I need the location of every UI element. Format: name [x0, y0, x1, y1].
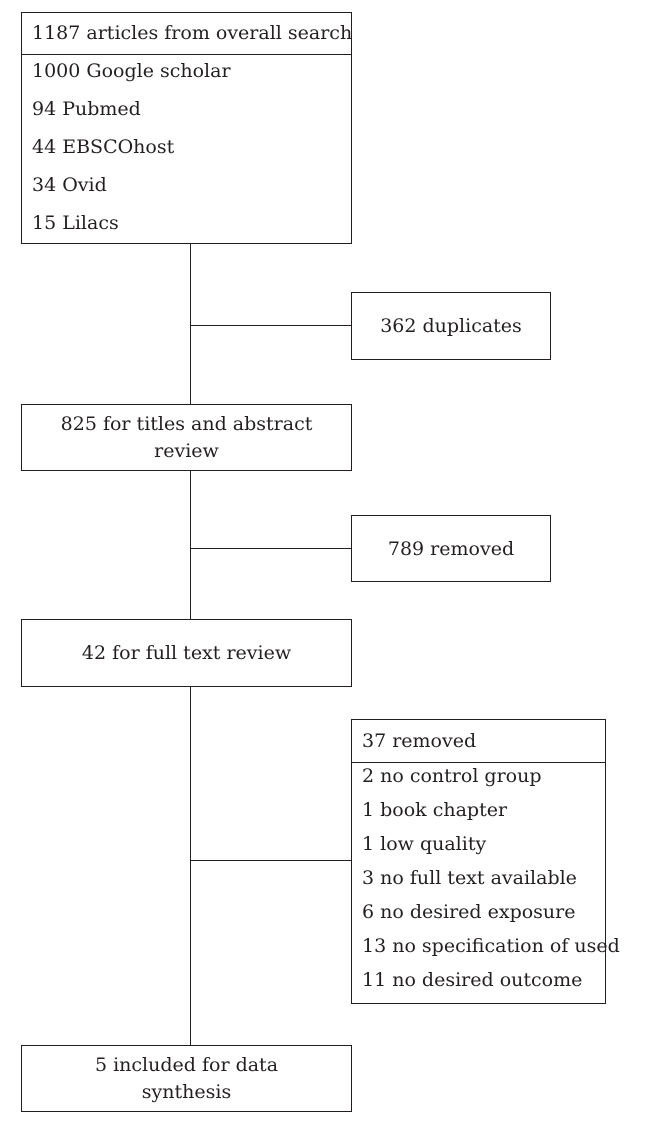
removed-1-connector: [190, 548, 351, 550]
exclusion-reason: 1 low quality: [362, 833, 487, 855]
duplicates-label: 362 duplicates: [380, 315, 522, 337]
removed-2-connector: [190, 860, 351, 862]
removed-1-label: 789 removed: [387, 537, 515, 560]
source-item: 94 Pubmed: [32, 98, 141, 120]
exclusion-reason: 13 no specification of used: [362, 935, 620, 957]
full-text-label: 42 for full text review: [81, 642, 292, 664]
title-review-line: 825 for titles and abstract: [60, 413, 313, 435]
title-review-box: 825 for titles and abstract review: [21, 404, 352, 471]
exclusion-reason: 3 no full text available: [362, 867, 577, 889]
title-review-line: review: [154, 440, 219, 462]
source-item: 1000 Google scholar: [32, 60, 231, 82]
full-text-box: 42 for full text review: [21, 619, 352, 687]
exclusion-reason: 2 no control group: [362, 765, 542, 787]
removed-2-box: 37 removed 2 no control group 1 book cha…: [351, 719, 620, 1004]
search-header-cell: 1187 articles from overall search: [22, 13, 353, 55]
search-header: 1187 articles from overall search: [32, 22, 353, 44]
duplicates-box: 362 duplicates: [351, 292, 551, 360]
removed-1-box: 789 removed: [351, 515, 551, 582]
source-item: 34 Ovid: [32, 174, 107, 196]
search-box: 1187 articles from overall search 1000 G…: [21, 12, 352, 244]
exclusion-reason: 11 no desired outcome: [362, 969, 583, 991]
included-line: 5 included for data: [94, 1054, 279, 1076]
source-item: 44 EBSCOhost: [32, 136, 175, 158]
exclusion-reason: 1 book chapter: [362, 799, 508, 821]
removed-2-header-cell: 37 removed: [352, 720, 605, 763]
included-box: 5 included for data synthesis: [21, 1045, 352, 1112]
removed-2-header: 37 removed: [362, 730, 477, 752]
duplicates-connector: [190, 325, 351, 327]
exclusion-reason: 6 no desired exposure: [362, 901, 576, 923]
included-line: synthesis: [141, 1081, 232, 1103]
source-item: 15 Lilacs: [32, 212, 119, 234]
